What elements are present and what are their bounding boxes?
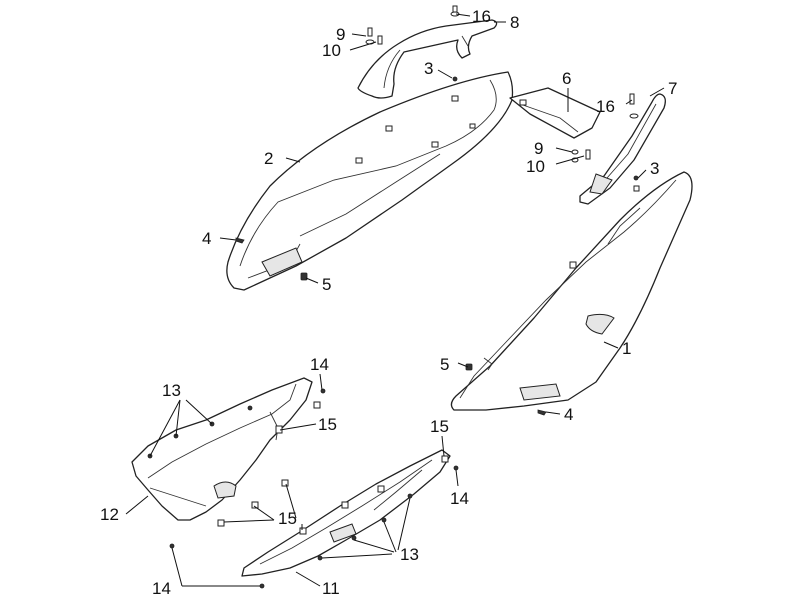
clip-part-1 [569,261,577,269]
bolt-16-right [629,93,639,119]
callout-16-top: 16 [472,7,491,26]
callout-13-lower: 13 [400,545,419,564]
callout-15-mid: 15 [278,509,297,528]
callout-15-upper: 15 [318,415,337,434]
callout-13-upper: 13 [162,381,181,400]
clip-15-mid-a [281,479,289,487]
callout-10-top: 10 [322,41,341,60]
part-12-lower-left-panel [131,377,313,521]
part-2-left-side-panel [226,71,514,291]
bolt-9-10-top [365,27,383,45]
clip-15-mid-d [299,527,307,535]
leader-lines [125,13,665,587]
nut-3-right [633,185,640,192]
screw-14-lower-b [259,583,265,589]
screw-14-lower-a [169,543,175,549]
part-7-right-grab-handle [579,93,666,205]
screw-13-d [247,405,253,411]
part-6-bracket-plate [509,87,601,139]
callout-14-right: 14 [450,489,469,508]
clip-15-right-b [377,485,385,493]
clip-15-right [441,455,449,463]
screw-13-e [407,493,413,499]
callout-5-right: 5 [440,355,449,374]
callout-6: 6 [562,69,571,88]
callout-14-lower: 14 [152,579,171,598]
screw-3-top [452,76,458,82]
clip-15-mid-e [217,519,225,527]
part-8-grab-handle [357,19,498,99]
callout-5-left: 5 [322,275,331,294]
part-1-right-side-panel [450,171,693,411]
screw-3-right [633,175,639,181]
callout-4-right: 4 [564,405,573,424]
callout-12: 12 [100,505,119,524]
screw-13-f [381,517,387,523]
clip-15-upper-b [313,401,321,409]
callout-3-right: 3 [650,159,659,178]
clip-5-right [465,363,473,371]
callout-7: 7 [668,79,677,98]
callout-11: 11 [322,579,340,598]
callout-10-right: 10 [526,157,545,176]
screw-14-right [453,465,459,471]
screw-13-h [317,555,323,561]
hardware-fasteners [147,5,640,589]
callout-9-right: 9 [534,139,543,158]
callout-labels: 16 8 9 10 3 6 7 16 2 9 10 3 4 5 1 5 4 14… [100,7,677,598]
callout-9-top: 9 [336,25,345,44]
bolt-9-10-right [571,149,591,163]
callout-3-top: 3 [424,59,433,78]
callout-14-upper: 14 [310,355,329,374]
part-11-lower-center-panel [241,449,451,577]
callout-2: 2 [264,149,273,168]
callout-15-right: 15 [430,417,449,436]
callout-8: 8 [510,13,519,32]
clip-5-left [300,272,308,281]
screw-4-right [537,409,547,416]
callout-4-left: 4 [202,229,211,248]
clip-15-mid-c [341,501,349,509]
screw-13-g [351,535,357,541]
callout-1: 1 [622,339,631,358]
clip-15-mid-b [251,501,259,509]
callout-16-right: 16 [596,97,615,116]
